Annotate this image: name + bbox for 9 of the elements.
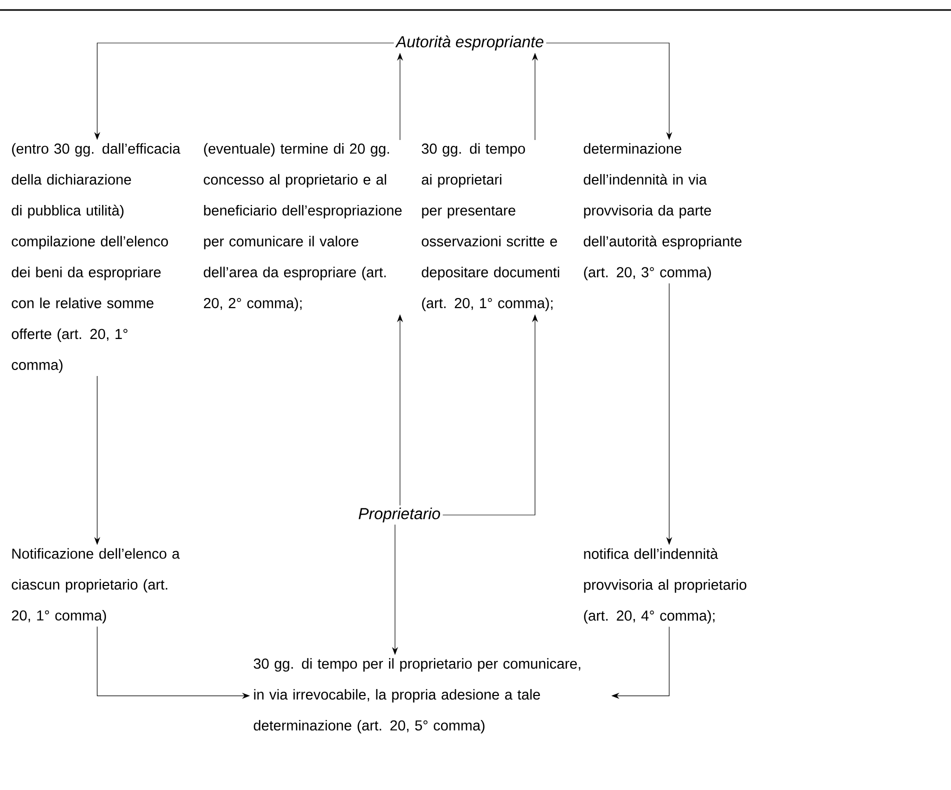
title-text: Proprietario	[358, 508, 440, 522]
step-text: (eventuale) termine di 20 gg. concesso al proprietario e al beneficiario dell’espropriazione per comunicare il valore dell’area da espropriare (art. 20, 2° comma);	[204, 143, 402, 312]
step-text: 30 gg. di tempo ai proprietari per presentare osservazioni scritte e depositare documenti (art. 20, 1° comma);	[422, 143, 560, 312]
title-text: Autorità espropriante	[395, 35, 544, 51]
step-text: determinazione dell’indennità in via provvisoria da parte dell’autorità espropriante (art. 20, 3° comma)	[584, 143, 742, 280]
step-text: notifica dell’indennità provvisoria al proprietario (art. 20, 4° comma);	[584, 548, 746, 624]
step-text: 30 gg. di tempo per il proprietario per comunicare, in via irrevocabile, la propria adesione a tale determinazione (art. 20, 5° comma)	[254, 658, 580, 734]
step-text: Notificazione dell’elenco a ciascun proprietario (art. 20, 1° comma)	[12, 548, 180, 624]
step-text: (entro 30 gg. dall’efficacia della dichiarazione di pubblica utilità) compilazione dell’elenco dei beni da espropriare con le relative somme offerte (art. 20, 1° comma)	[12, 143, 180, 373]
